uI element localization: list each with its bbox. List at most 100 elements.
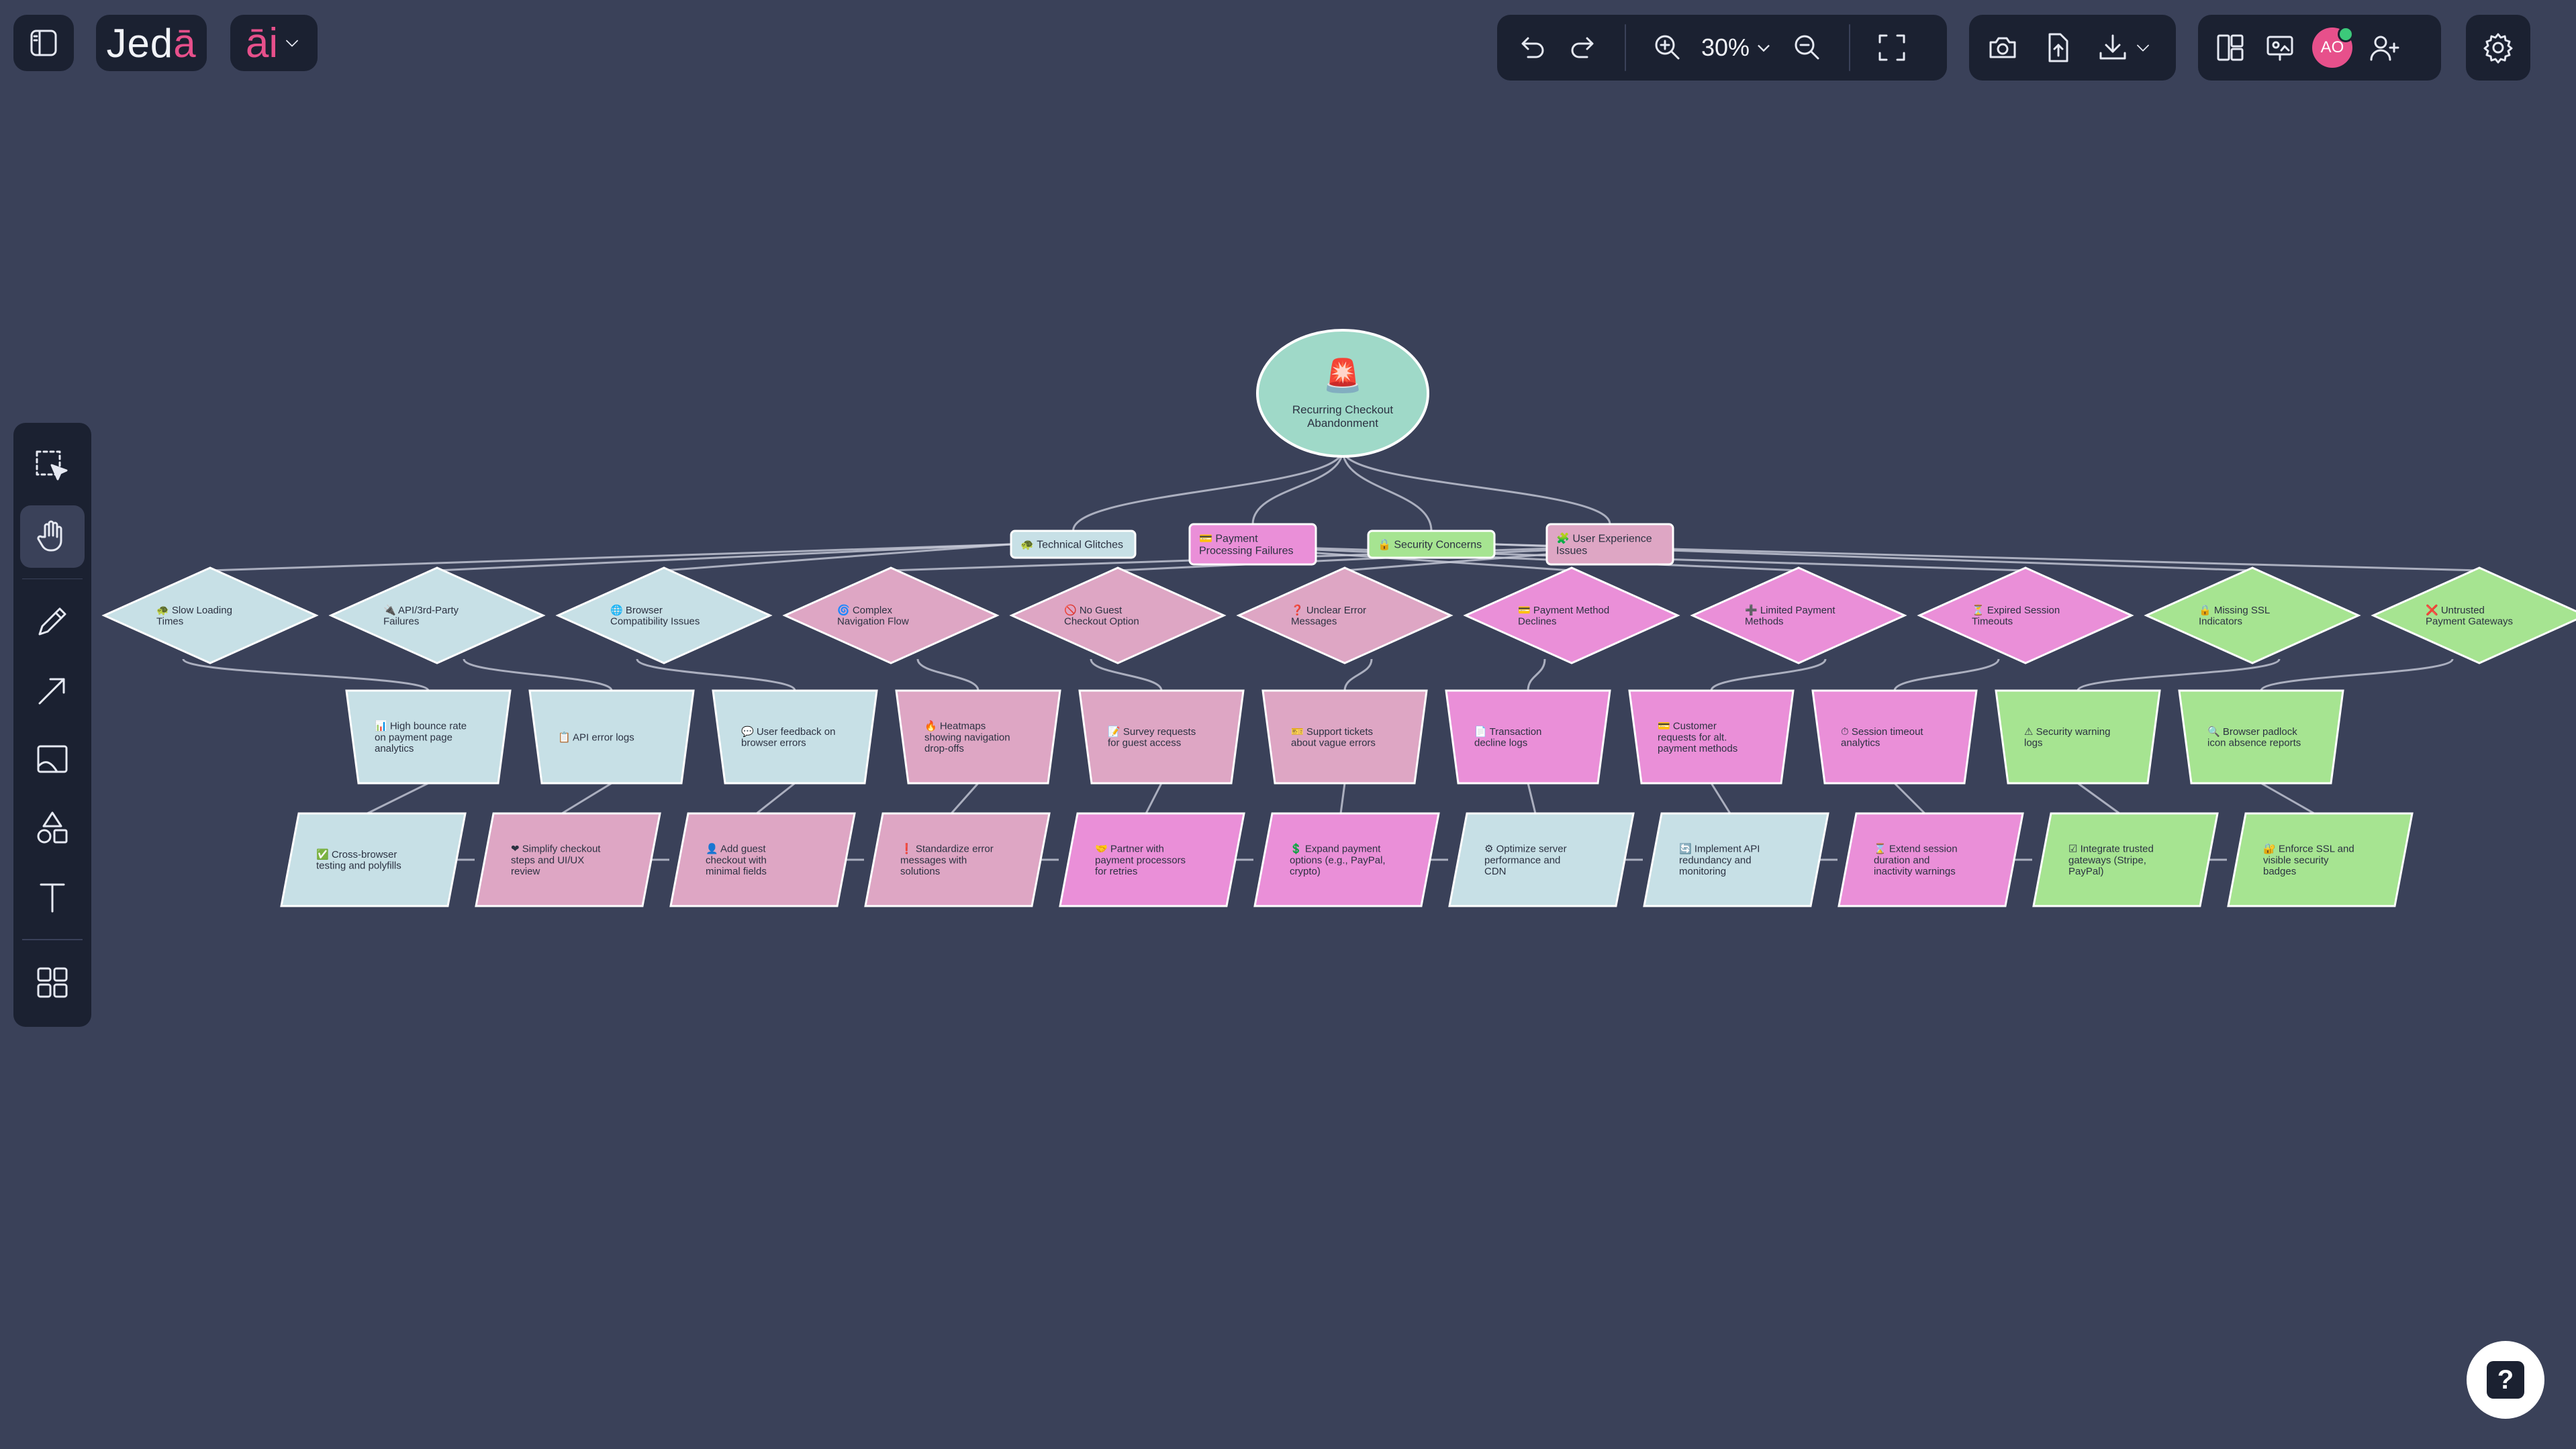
download-button[interactable] (2095, 30, 2153, 65)
shapes-tool[interactable] (20, 797, 85, 860)
node-text: 🧩 User Experience (1556, 532, 1652, 545)
evidence-to-solution-connector[interactable] (1527, 783, 1537, 814)
category-node[interactable]: 🔒 Security Concerns (1367, 530, 1496, 559)
cause-to-evidence-connector[interactable] (1527, 658, 1546, 691)
evidence-to-solution-connector[interactable] (1710, 783, 1731, 814)
cause-to-evidence-connector[interactable] (182, 658, 430, 691)
help-button[interactable]: ? (2467, 1341, 2576, 1419)
hand-icon (37, 520, 62, 552)
present-button[interactable] (2262, 30, 2297, 65)
category-to-cause-connector[interactable] (209, 543, 1012, 572)
download-icon (2099, 34, 2126, 60)
zoom-out-button[interactable] (1790, 30, 1825, 65)
root-to-category-connector[interactable] (1341, 449, 1433, 532)
invite-user-button[interactable] (2367, 30, 2402, 65)
undo-button[interactable] (1515, 30, 1549, 65)
evidence-to-solution-connector[interactable] (756, 782, 796, 815)
root-to-category-connector[interactable] (1341, 449, 1611, 525)
root-to-category-connector[interactable] (1251, 449, 1344, 525)
user-avatar[interactable]: AO (2312, 26, 2354, 68)
cause-to-evidence-connector[interactable] (1343, 658, 1373, 691)
hand-tool[interactable] (20, 505, 85, 568)
pen-tool[interactable] (20, 590, 85, 652)
cause-to-evidence-connector[interactable] (1710, 658, 1827, 691)
sidebar-toggle-button[interactable] (13, 15, 74, 71)
user-initials: AO (2320, 38, 2344, 56)
templates-tool[interactable] (20, 951, 85, 1013)
node-text: duration and (1874, 854, 1929, 866)
zoom-level-dropdown[interactable]: 30% (1701, 34, 1774, 62)
cause-to-evidence-connector[interactable] (916, 658, 980, 691)
brand-logo[interactable]: Jedā (96, 15, 207, 71)
category-node[interactable]: 🐢 Technical Glitches (1010, 530, 1137, 559)
fit-to-screen-button[interactable] (1874, 30, 1909, 65)
category-to-cause-connector[interactable] (436, 543, 1012, 572)
evidence-to-solution-connector[interactable] (367, 782, 429, 815)
root-to-category-connector[interactable] (1072, 449, 1344, 532)
arrow-tool[interactable] (20, 659, 85, 721)
evidence-to-solution-connector[interactable] (2260, 782, 2315, 815)
cause-to-evidence-connector[interactable] (636, 658, 796, 691)
zoom-in-button[interactable] (1650, 30, 1685, 65)
upload-button[interactable] (2040, 30, 2075, 65)
category-to-cause-connector[interactable] (663, 543, 1012, 572)
image-tool[interactable] (20, 728, 85, 791)
text-tool[interactable] (20, 866, 85, 929)
evidence-to-solution-connector[interactable] (950, 783, 980, 814)
redo-button[interactable] (1566, 30, 1601, 65)
cause-to-evidence-connector[interactable] (463, 658, 613, 691)
cause-to-evidence-connector[interactable] (1090, 658, 1163, 691)
evidence-to-solution-connector[interactable] (2077, 782, 2120, 815)
evidence-to-solution-connector[interactable] (1893, 782, 1926, 815)
select-tool[interactable] (20, 436, 85, 499)
evidence-to-solution-connector[interactable] (1339, 783, 1346, 814)
cause-to-evidence-connector[interactable] (2260, 658, 2454, 691)
evidence-to-solution-connector[interactable] (1145, 783, 1163, 814)
cause-to-evidence-connector[interactable] (2077, 658, 2281, 691)
cause-to-evidence-connector[interactable] (1893, 658, 2000, 691)
settings-button[interactable] (2466, 15, 2530, 81)
screenshot-button[interactable] (1985, 30, 2020, 65)
evidence-to-solution-connector[interactable] (561, 782, 612, 815)
evidence-node[interactable]: 📋 API error logs (528, 689, 695, 785)
ai-menu-button[interactable]: āi (230, 15, 318, 71)
layout-button[interactable] (2213, 30, 2248, 65)
node-text: Navigation Flow (837, 616, 909, 628)
